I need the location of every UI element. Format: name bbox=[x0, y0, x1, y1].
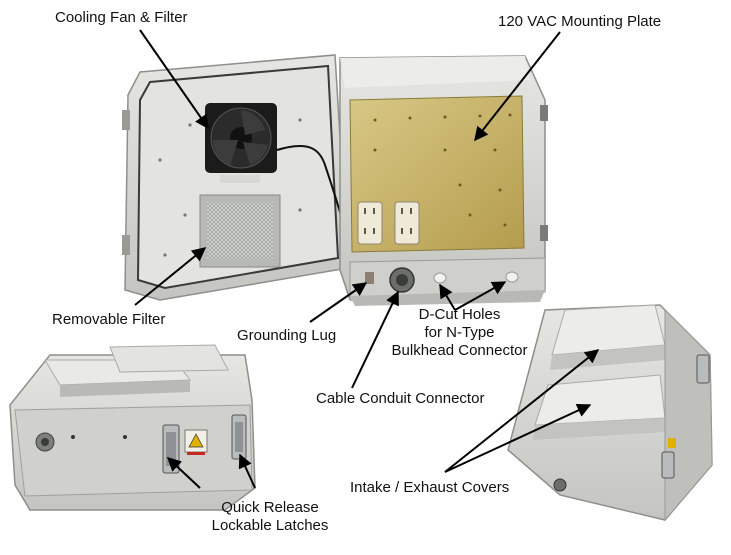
outlet-group bbox=[357, 201, 420, 245]
open-enclosure bbox=[122, 54, 548, 306]
label-mounting-plate: 120 VAC Mounting Plate bbox=[498, 13, 662, 30]
arrow-conduit bbox=[351, 290, 399, 389]
arrow-covers-2 bbox=[444, 403, 592, 473]
arrow-latch-2 bbox=[238, 453, 256, 489]
arrow-covers-1 bbox=[444, 349, 600, 473]
label-dcut-line2: for N-Type bbox=[424, 324, 495, 341]
closed-enclosure-angled bbox=[507, 304, 713, 522]
enclosure-body bbox=[339, 55, 548, 306]
label-cooling-fan: Cooling Fan & Filter bbox=[55, 9, 188, 26]
label-conduit-connector: Cable Conduit Connector bbox=[316, 390, 485, 407]
label-latches-line2: Lockable Latches bbox=[211, 517, 329, 534]
label-intake-exhaust: Intake / Exhaust Covers bbox=[350, 479, 510, 496]
label-dcut-line1: D-Cut Holes bbox=[418, 306, 501, 323]
arrow-plate bbox=[474, 31, 561, 142]
callout-arrows bbox=[134, 29, 600, 489]
arrow-dcut-2 bbox=[454, 281, 507, 311]
arrow-fan bbox=[139, 29, 209, 130]
label-latches: Quick Release Lockable Latches bbox=[185, 499, 355, 535]
closed-enclosure-front bbox=[9, 344, 256, 511]
arrow-latch-1 bbox=[166, 457, 201, 489]
arrow-dcut-1 bbox=[439, 283, 456, 311]
arrow-filter bbox=[134, 247, 207, 306]
removable-filter bbox=[199, 194, 281, 268]
label-dcut-line3: Bulkhead Connector bbox=[391, 342, 528, 359]
label-removable-filter: Removable Filter bbox=[52, 311, 166, 328]
label-latches-line1: Quick Release bbox=[221, 499, 319, 516]
label-dcut-holes: D-Cut Holes for N-Type Bulkhead Connecto… bbox=[377, 306, 542, 360]
arrow-ground bbox=[309, 282, 368, 323]
cooling-fan bbox=[205, 103, 277, 183]
label-grounding-lug: Grounding Lug bbox=[237, 327, 337, 344]
